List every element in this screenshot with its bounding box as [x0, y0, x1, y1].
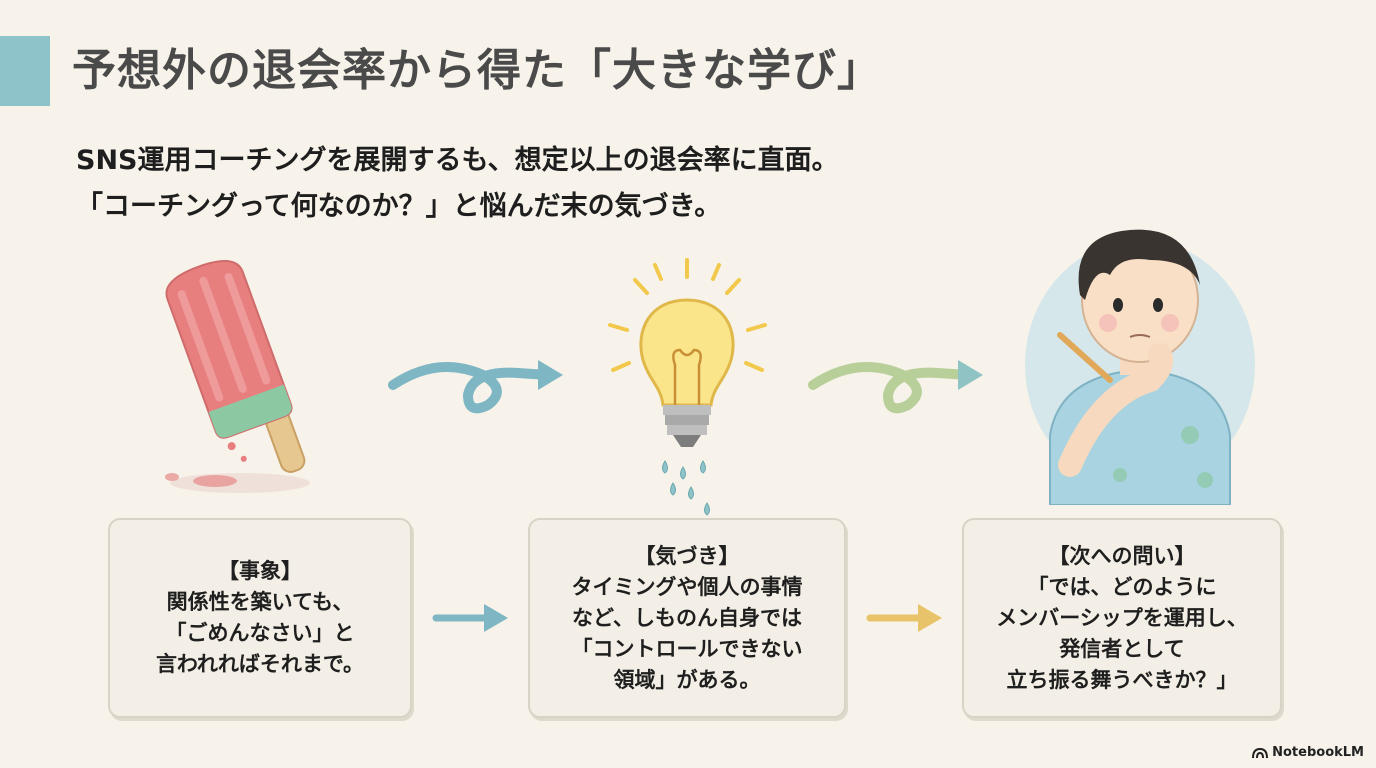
arrow-right-1: [432, 604, 508, 632]
next-question-box: 【次への問い】 「では、どのように メンバーシップを運用し、 発信者として 立ち…: [962, 518, 1282, 718]
insight-box-line: 領域」がある。: [613, 667, 761, 692]
next-question-box-heading: 【次への問い】: [1048, 543, 1196, 568]
insight-box-heading: 【気づき】: [634, 543, 740, 568]
event-box-heading: 【事象】: [217, 559, 302, 583]
event-box-line: 「ごめんなさい」と: [165, 621, 355, 645]
next-question-box-line: 立ち振る舞うべきか？」: [1006, 667, 1238, 692]
logo-text: NotebookLM: [1272, 745, 1364, 760]
next-question-box-line: 発信者として: [1059, 636, 1185, 661]
subtitle: SNS運用コーチングを展開するも、想定以上の退会率に直面。 「コーチングって何な…: [76, 138, 839, 230]
swirl-arrow-1: [388, 360, 563, 414]
subtitle-line-1: SNS運用コーチングを展開するも、想定以上の退会率に直面。: [76, 145, 839, 176]
next-question-box-line: メンバーシップを運用し、: [996, 605, 1248, 630]
melting-popsicle-illustration: [165, 260, 310, 493]
notebooklm-logo: NotebookLM: [1252, 745, 1364, 760]
next-question-box-line: 「では、どのように: [1027, 574, 1217, 599]
thinking-boy-illustration: [1025, 229, 1255, 505]
insight-box: 【気づき】 タイミングや個人の事情 など、しものん自身では 「コントロールできな…: [528, 518, 846, 718]
insight-box-line: 「コントロールできない: [571, 636, 803, 661]
swirl-arrow-2: [808, 360, 983, 414]
notebooklm-logo-icon: [1252, 747, 1269, 758]
lightbulb-illustration: [608, 258, 767, 516]
subtitle-line-2: 「コーチングって何なのか？」と悩んだ末の気づき。: [76, 191, 722, 222]
arrow-right-2: [866, 604, 942, 632]
event-box-line: 関係性を築いても、: [166, 590, 354, 614]
event-box-line: 言われればそれまで。: [155, 652, 365, 676]
insight-box-line: タイミングや個人の事情: [571, 574, 803, 599]
title-accent-block: [0, 36, 50, 106]
page-title: 予想外の退会率から得た「大きな学び」: [72, 45, 882, 96]
event-box: 【事象】 関係性を築いても、 「ごめんなさい」と 言われればそれまで。: [108, 518, 412, 718]
insight-box-line: など、しものん自身では: [572, 605, 802, 630]
